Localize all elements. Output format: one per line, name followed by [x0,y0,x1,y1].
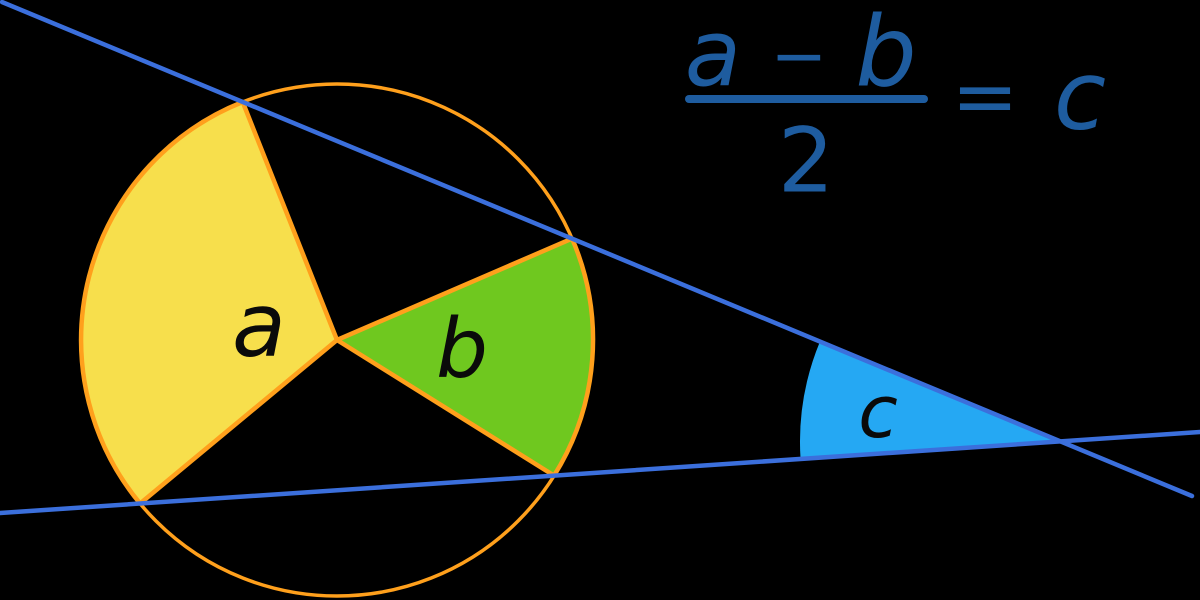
label-angle-c: c [858,370,898,454]
formula-numerator-b: b [855,0,917,109]
formula-denominator: 2 [777,108,835,213]
angle-c-wedge [800,341,1063,460]
formula-minus-sign: − [770,17,828,96]
label-arc-b: b [435,302,489,397]
label-arc-a: a [232,274,286,377]
formula-numerator-a: a [684,0,742,107]
formula-result-c: c [1053,41,1107,152]
secant-line-upper [0,0,1195,499]
fraction-bar [685,95,928,103]
arc-b-sector [334,236,596,478]
secant-line-lower [0,429,1200,516]
arc-a-sector [78,99,340,506]
formula-equals-sign: = [951,50,1019,143]
